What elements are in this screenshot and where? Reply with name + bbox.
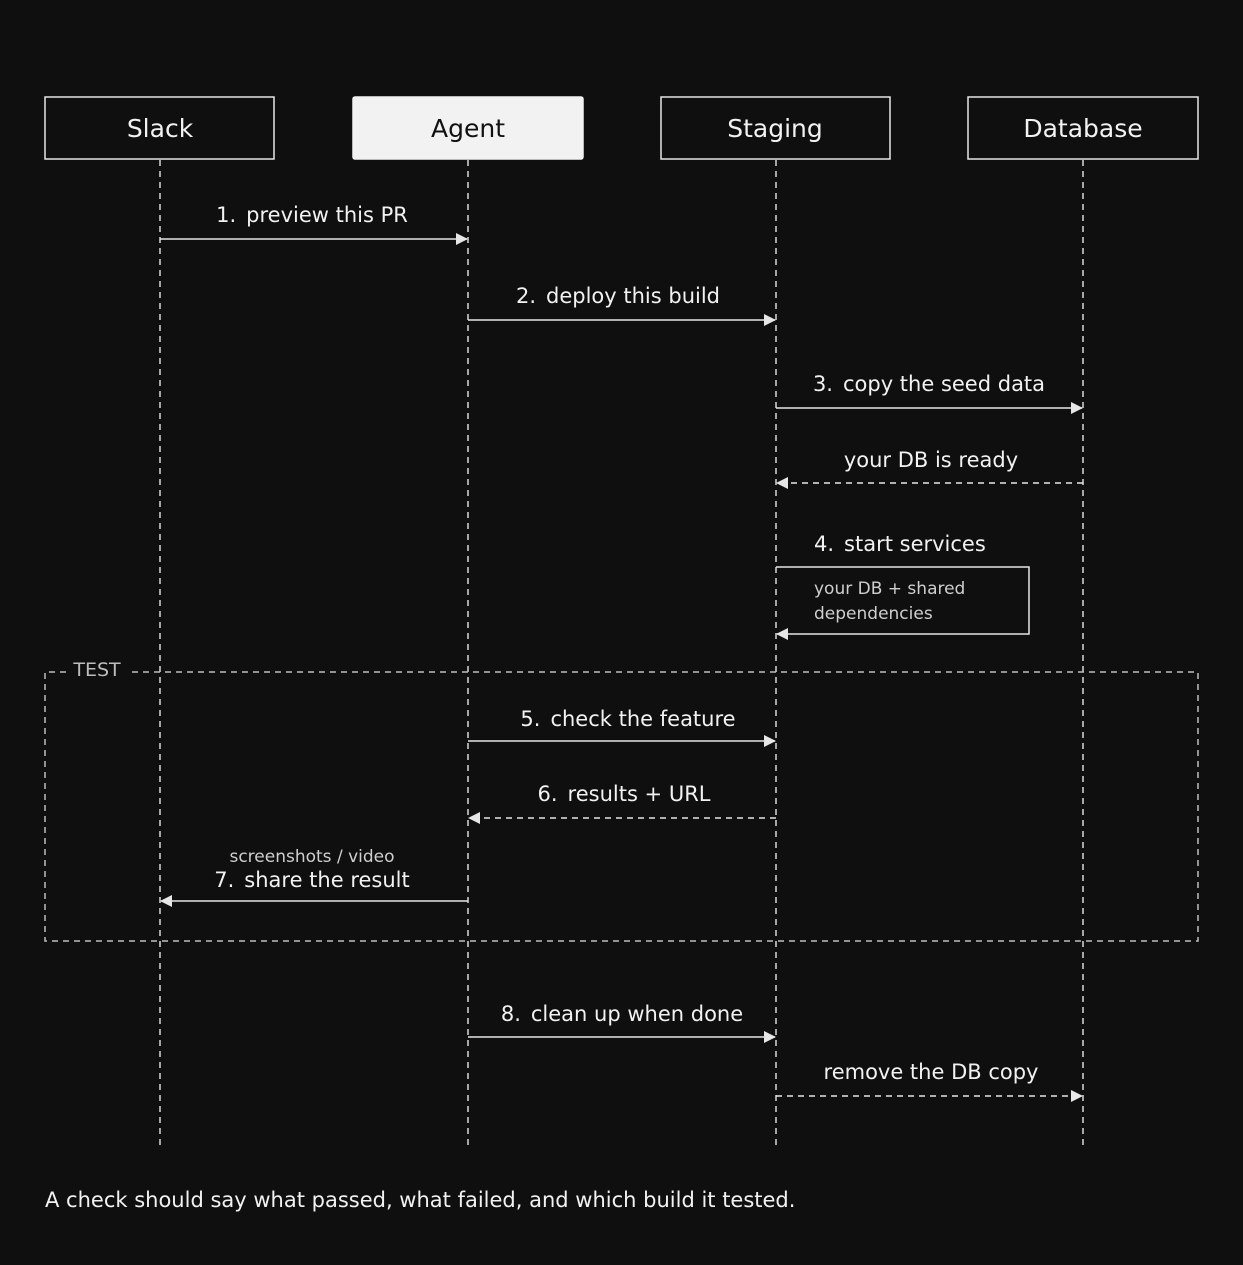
message-number: 7.	[214, 868, 234, 892]
lifelines	[159, 160, 1084, 1150]
message-label: 7. share the result	[214, 868, 409, 892]
message-label: 6. results + URL	[537, 782, 710, 806]
actor-box	[352, 96, 584, 160]
message-remove-db: remove the DB copy	[776, 1060, 1083, 1102]
message-label: 3. copy the seed data	[813, 372, 1045, 396]
message-text: preview this PR	[246, 203, 408, 227]
actor-agent: Agent	[352, 96, 584, 160]
message-number: 2.	[516, 284, 536, 308]
message-text: your DB is ready	[844, 448, 1018, 472]
message-number: 5.	[520, 707, 540, 731]
message-number: 8.	[501, 1002, 521, 1026]
message-label: 1. preview this PR	[216, 203, 408, 227]
message-number: 4.	[814, 532, 834, 556]
message-text: share the result	[244, 868, 409, 892]
message-label: 5. check the feature	[520, 707, 735, 731]
message-db-ready: your DB is ready	[776, 448, 1083, 489]
message-label: 4. start services	[814, 532, 986, 556]
message-number: 3.	[813, 372, 833, 396]
message-text: start services	[844, 532, 986, 556]
actor-database: Database	[967, 96, 1199, 160]
message-4-self: 4. start services your DB + shared depend…	[776, 532, 1030, 640]
message-text: clean up when done	[531, 1002, 743, 1026]
message-5: 5. check the feature	[468, 707, 776, 747]
actor-staging: Staging	[660, 96, 891, 160]
actor-label: Agent	[431, 114, 505, 143]
actor-label: Staging	[727, 114, 823, 143]
actor-label: Slack	[127, 114, 194, 143]
self-call-note: dependencies	[814, 604, 933, 624]
message-text: check the feature	[550, 707, 735, 731]
message-text: copy the seed data	[843, 372, 1045, 396]
message-7: screenshots / video 7. share the result	[160, 847, 468, 907]
message-text: deploy this build	[546, 284, 720, 308]
message-text: remove the DB copy	[824, 1060, 1039, 1084]
message-note: screenshots / video	[229, 847, 394, 867]
actor-slack: Slack	[44, 96, 275, 160]
message-number: 1.	[216, 203, 236, 227]
test-group: TEST	[44, 659, 1199, 942]
self-call-note: your DB + shared	[814, 579, 965, 599]
actor-box	[660, 96, 891, 160]
message-2: 2. deploy this build	[468, 284, 776, 326]
message-3: 3. copy the seed data	[776, 372, 1083, 414]
actor-label: Database	[1023, 114, 1142, 143]
actor-box	[967, 96, 1199, 160]
message-number: 6.	[537, 782, 557, 806]
message-6: 6. results + URL	[468, 782, 776, 824]
message-text: results + URL	[568, 782, 711, 806]
diagram-caption: A check should say what passed, what fai…	[45, 1188, 796, 1212]
actor-box	[44, 96, 275, 160]
message-1: 1. preview this PR	[160, 203, 468, 245]
message-label: 2. deploy this build	[516, 284, 720, 308]
group-label: TEST	[72, 659, 121, 681]
message-label: 8. clean up when done	[501, 1002, 743, 1026]
self-call-arrow	[776, 566, 1030, 640]
message-8: 8. clean up when done	[468, 1002, 776, 1043]
